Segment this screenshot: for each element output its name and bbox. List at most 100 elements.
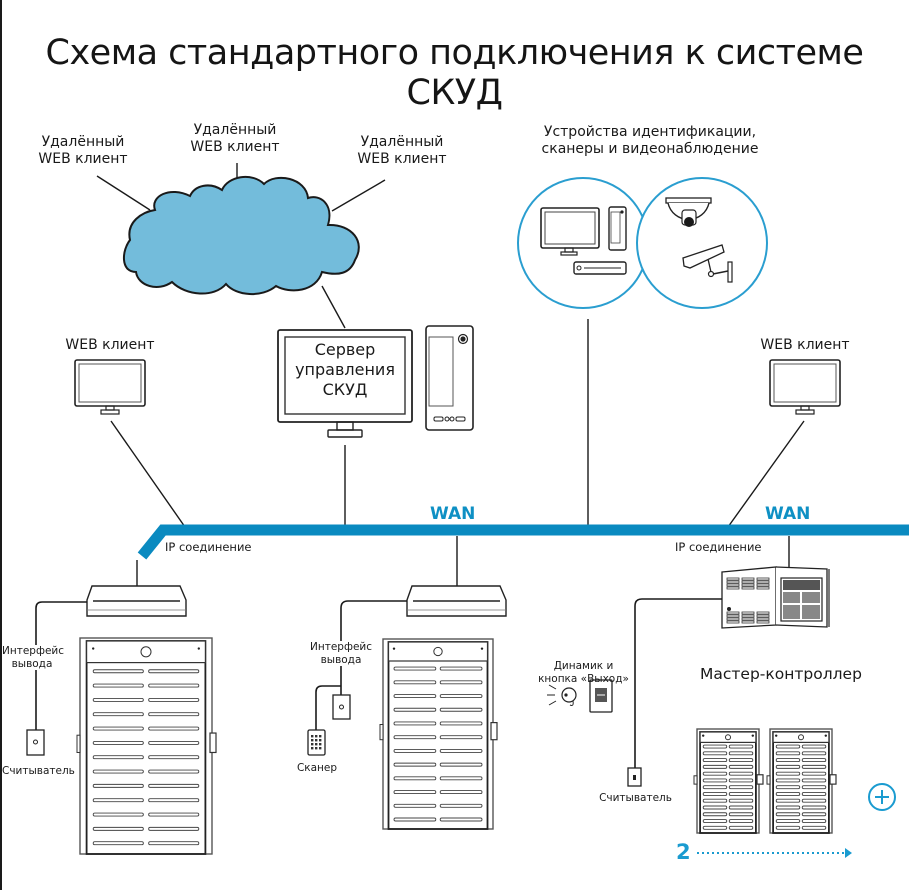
gate-bar (801, 778, 827, 783)
exit-button-icon (589, 679, 613, 713)
gate-bar (702, 798, 728, 803)
gate-bar (801, 812, 827, 817)
gate-bar (775, 778, 801, 783)
gate-bar (92, 740, 144, 745)
gate-bar (775, 771, 801, 776)
gate-bar (92, 712, 144, 717)
plus-circle-icon (868, 783, 896, 811)
gate-bar (702, 819, 728, 823)
gate-bar (92, 769, 144, 774)
gate-bar (393, 790, 437, 795)
gate-bar (775, 744, 801, 749)
speaker-icon (547, 684, 577, 706)
gate-bar (92, 726, 144, 731)
gate-bar (775, 792, 801, 796)
cloud-link-right (331, 179, 386, 212)
gate-bar (92, 826, 144, 831)
gate-bar (148, 669, 200, 674)
gate-bar (702, 771, 728, 776)
arrow-head-icon (845, 848, 852, 858)
gate-bar (92, 683, 144, 688)
gate-bar (148, 726, 200, 731)
server-pc-tower-icon (425, 325, 474, 431)
gate-bar (728, 771, 754, 776)
gate-bar (728, 758, 754, 763)
web-client-left-label: WEB клиент (65, 337, 155, 353)
gate-bar (439, 721, 483, 726)
gate-bar (439, 803, 483, 808)
gate-bar (775, 764, 801, 769)
gate-bar (439, 762, 483, 767)
gate-bar (775, 819, 801, 823)
gate-bar (801, 744, 827, 749)
gate-bar (148, 812, 200, 817)
wan-label-1: WAN (430, 504, 476, 524)
gate-bar (702, 792, 728, 796)
gate-bar (92, 697, 144, 702)
devices-circle-right (636, 177, 768, 309)
gate-bar (439, 666, 483, 671)
reader-label-2: Считыватель (599, 792, 672, 804)
gate-bar (148, 841, 200, 846)
master-controller-icon (721, 566, 830, 629)
wan-bus (137, 524, 909, 560)
gate-bar (702, 785, 728, 790)
turnstile-gate-icon (76, 637, 217, 855)
wan-label-2: WAN (765, 504, 811, 524)
gate-bar (702, 751, 728, 756)
dvr-icon (573, 261, 627, 275)
gate-bar (393, 707, 437, 712)
gate-bar (439, 735, 483, 740)
frame-left-border (0, 0, 2, 890)
gate-bar (775, 812, 801, 817)
speaker-exit-label: Динамик и кнопка «Выход» (538, 660, 629, 685)
gate-bar (148, 740, 200, 745)
gate-bar (148, 826, 200, 831)
ip-connection-label-1: IP соединение (165, 540, 252, 554)
gate-bar (702, 805, 728, 810)
gate-bar (393, 735, 437, 740)
gate-bar (148, 697, 200, 702)
gate-bar (728, 812, 754, 817)
router-icon (406, 585, 507, 617)
gate-bar (801, 751, 827, 756)
interface-cable-2 (340, 600, 407, 695)
gate-bar (801, 798, 827, 803)
gate-bar (702, 812, 728, 817)
server-monitor-icon (277, 329, 413, 438)
monitor-icon (540, 207, 600, 256)
remote-client-label-mid: Удалённый WEB клиент (190, 122, 280, 155)
turnstile-gate-icon (379, 638, 498, 830)
turnstile-gate-small-icon (766, 728, 837, 834)
reader-icon (332, 694, 351, 720)
reader-icon (26, 729, 45, 756)
gate-bar (728, 785, 754, 790)
devices-label: Устройства идентификации, сканеры и виде… (541, 124, 759, 157)
gate-bar (801, 758, 827, 763)
gate-bar (148, 755, 200, 760)
server-label: Сервер управления СКУД (295, 340, 395, 399)
remote-client-label-left: Удалённый WEB клиент (38, 134, 128, 167)
reader-label-1: Считыватель (2, 765, 75, 777)
gate-bar (393, 680, 437, 685)
gate-count-label: 2 (676, 840, 691, 864)
gate-bar (148, 712, 200, 717)
web-client-left-link (110, 420, 186, 528)
gate-bar (393, 776, 437, 781)
ip-connection-label-2: IP соединение (675, 540, 762, 554)
gate-bar (393, 694, 437, 698)
gate-bar (728, 778, 754, 783)
gate-bar (801, 819, 827, 823)
gate-bar (775, 825, 801, 830)
page-title: Схема стандартного подключения к системе… (45, 33, 864, 113)
gate-bar (439, 694, 483, 698)
gate-bar (728, 751, 754, 756)
gate-bar (148, 769, 200, 774)
controller-cable (634, 598, 722, 768)
router-icon (86, 585, 187, 617)
gate-bar (393, 803, 437, 808)
gate-bar (775, 758, 801, 763)
gate-bar (92, 669, 144, 674)
gate-bar (728, 805, 754, 810)
